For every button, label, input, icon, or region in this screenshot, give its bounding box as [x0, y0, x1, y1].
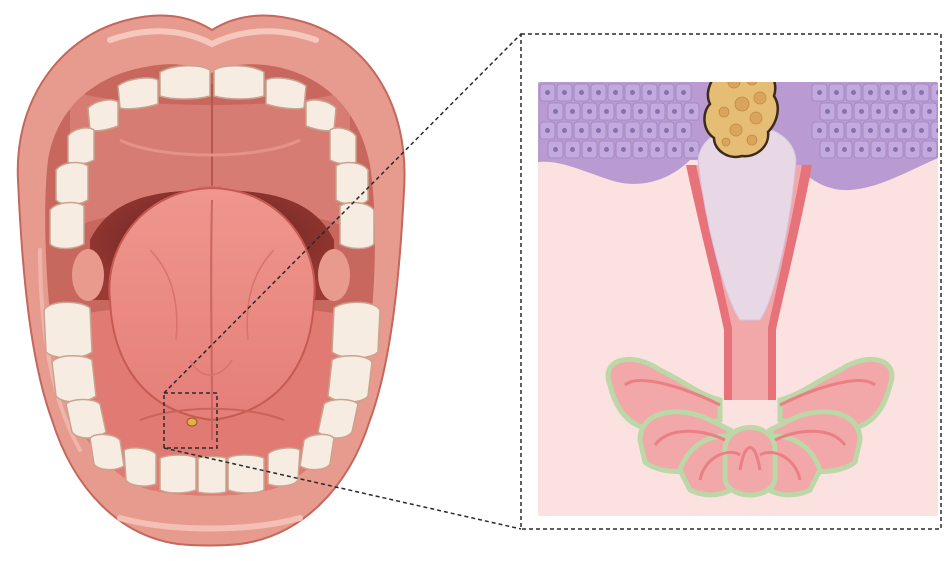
gland-closeup [538, 60, 944, 516]
mouth-illustration [18, 16, 405, 546]
stone-marker [187, 418, 197, 426]
